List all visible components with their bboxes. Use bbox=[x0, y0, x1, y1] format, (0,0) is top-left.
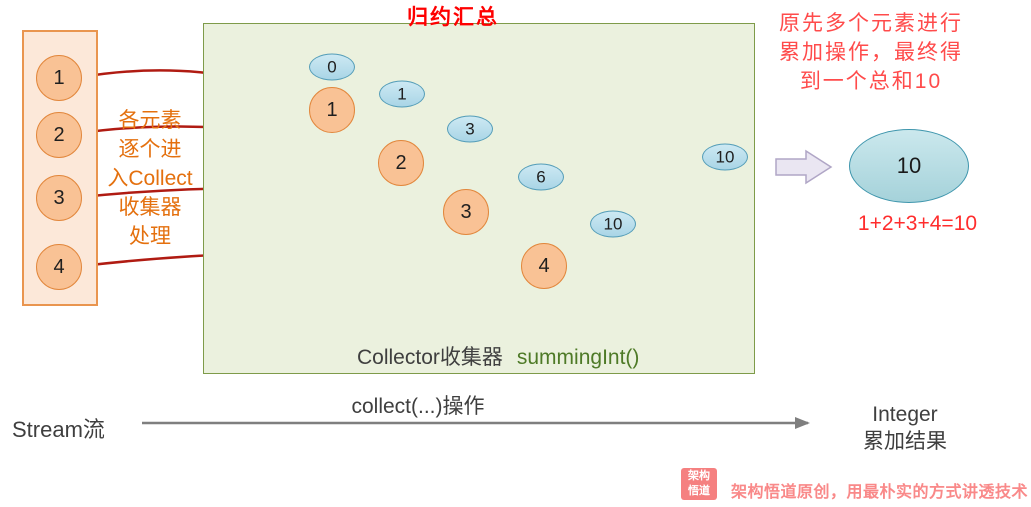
side-note-line: 各元素 bbox=[118, 109, 182, 132]
tree-element-1: 1 bbox=[309, 87, 355, 133]
collector-name: Collector收集器 bbox=[357, 346, 503, 369]
tree-element-3: 3 bbox=[443, 189, 489, 235]
collect-operation-label: collect(...)操作 bbox=[351, 395, 485, 418]
result-type-label: Integer 累加结果 bbox=[841, 401, 969, 455]
watermark-logo-line: 悟道 bbox=[688, 485, 710, 497]
tree-element-2: 2 bbox=[378, 140, 424, 186]
result-note: 原先多个元素进行 累加操作，最终得 到一个总和10 bbox=[756, 9, 986, 96]
side-note-line: 逐个进 bbox=[118, 138, 182, 161]
final-result-ellipse: 10 bbox=[849, 129, 969, 203]
page-title: 归约汇总 bbox=[407, 6, 499, 29]
accumulator-result-4: 10 bbox=[590, 210, 636, 238]
side-note-line: 收集器 bbox=[118, 196, 182, 219]
block-arrow-icon bbox=[775, 149, 833, 185]
result-note-line: 原先多个元素进行 bbox=[779, 12, 963, 35]
watermark-text: 架构悟道原创，用最朴实的方式讲透技术 bbox=[731, 484, 1029, 501]
watermark-logo: 架构 悟道 bbox=[681, 468, 717, 500]
result-note-line: 累加操作，最终得 bbox=[779, 41, 963, 64]
collector-output: 10 bbox=[702, 143, 748, 171]
collector-method: summingInt() bbox=[516, 346, 640, 369]
result-type-line: 累加结果 bbox=[863, 430, 947, 453]
stream-element-3: 3 bbox=[36, 175, 82, 221]
result-type-line: Integer bbox=[872, 403, 938, 426]
accumulator-result-2: 3 bbox=[447, 115, 493, 143]
side-note-line: 处理 bbox=[129, 225, 171, 248]
accumulator-result-3: 6 bbox=[518, 163, 564, 191]
stream-type-label: Stream流 bbox=[12, 417, 105, 442]
sum-equation: 1+2+3+4=10 bbox=[857, 212, 978, 235]
accumulator-result-1: 1 bbox=[379, 80, 425, 108]
stream-element-4: 4 bbox=[36, 244, 82, 290]
collector-label: Collector收集器 summingInt() bbox=[357, 341, 639, 371]
stream-element-2: 2 bbox=[36, 112, 82, 158]
accumulator-seed: 0 bbox=[309, 53, 355, 81]
side-note-line: 入Collect bbox=[107, 167, 193, 190]
watermark-logo-line: 架构 bbox=[688, 470, 710, 482]
result-note-line: 到一个总和10 bbox=[799, 70, 943, 93]
stream-element-1: 1 bbox=[36, 55, 82, 101]
tree-element-4: 4 bbox=[521, 243, 567, 289]
side-note: 各元素 逐个进 入Collect 收集器 处理 bbox=[92, 106, 208, 251]
